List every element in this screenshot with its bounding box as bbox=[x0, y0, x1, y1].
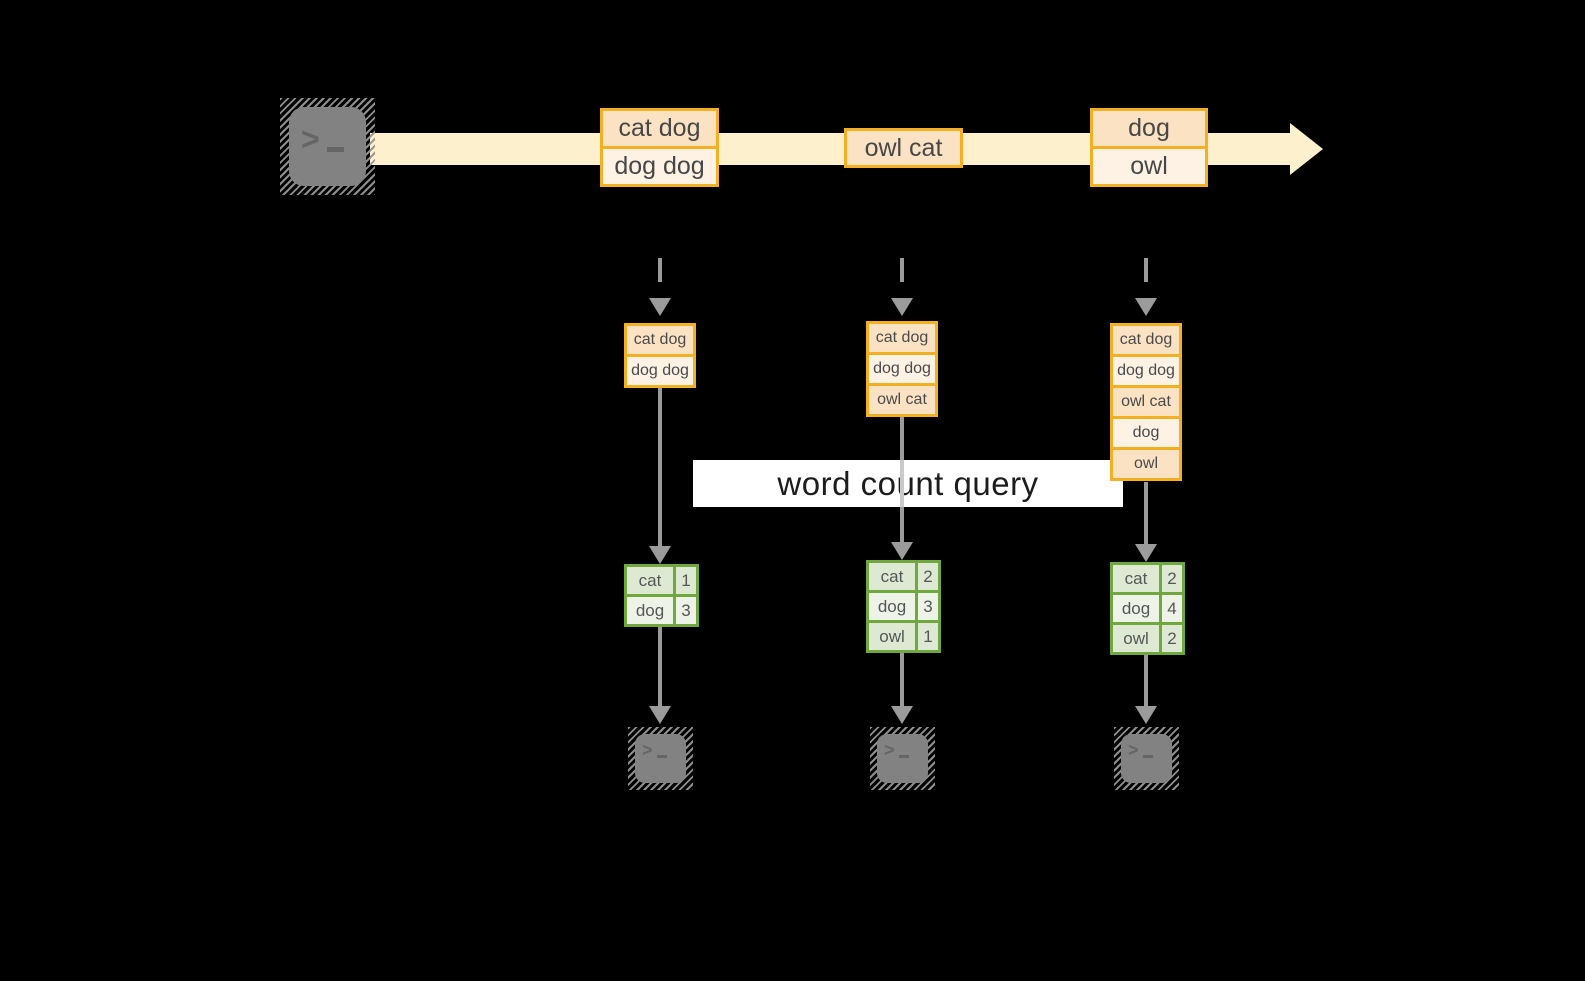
terminal-sink-icon-1: > bbox=[628, 727, 693, 790]
sink-arrowhead-3-icon bbox=[1135, 706, 1157, 724]
prompt-chevron-icon: > bbox=[301, 121, 320, 157]
input-row: cat dog bbox=[1113, 326, 1179, 354]
stream-record: dog dog bbox=[603, 146, 716, 184]
result-word: dog bbox=[1113, 595, 1159, 622]
sink-arrowhead-1-icon bbox=[649, 706, 671, 724]
query-line-3 bbox=[1144, 482, 1148, 544]
stream-record: cat dog bbox=[603, 111, 716, 146]
input-table-1: cat dog dog dog bbox=[624, 323, 696, 388]
result-table-2: cat 2 dog 3 owl 1 bbox=[866, 560, 941, 653]
input-row: dog dog bbox=[1113, 354, 1179, 385]
input-row: dog dog bbox=[627, 354, 693, 385]
stream-batch-box-3: dog owl bbox=[1090, 108, 1208, 187]
terminal-icon-body: > bbox=[877, 734, 928, 783]
trigger-arrow-dash-2 bbox=[900, 258, 904, 296]
prompt-underscore-icon bbox=[899, 755, 909, 758]
result-word: cat bbox=[869, 563, 915, 590]
input-row: dog bbox=[1113, 416, 1179, 447]
stream-timeline-arrowhead-icon bbox=[1290, 123, 1323, 175]
result-word: owl bbox=[869, 623, 915, 650]
input-table-2: cat dog dog dog owl cat bbox=[866, 321, 938, 417]
prompt-underscore-icon bbox=[657, 755, 667, 758]
query-arrowhead-2-icon bbox=[891, 542, 913, 560]
result-count: 3 bbox=[676, 597, 696, 624]
prompt-chevron-icon: > bbox=[884, 740, 895, 760]
result-word: cat bbox=[627, 567, 673, 594]
sink-line-3 bbox=[1144, 655, 1148, 706]
sink-line-1 bbox=[658, 627, 662, 706]
stream-record: owl cat bbox=[847, 131, 960, 165]
trigger-arrowhead-2-icon bbox=[891, 298, 913, 316]
terminal-icon-body: > bbox=[1121, 734, 1172, 783]
trigger-arrow-dash-3 bbox=[1144, 258, 1148, 296]
result-word: dog bbox=[627, 597, 673, 624]
result-table-3: cat 2 dog 4 owl 2 bbox=[1110, 562, 1185, 655]
trigger-arrow-dash-1 bbox=[658, 258, 662, 296]
result-count: 1 bbox=[918, 623, 938, 650]
terminal-source-icon: > bbox=[280, 98, 375, 195]
query-arrowhead-3-icon bbox=[1135, 544, 1157, 562]
terminal-sink-icon-3: > bbox=[1114, 727, 1179, 790]
prompt-chevron-icon: > bbox=[1128, 740, 1139, 760]
input-table-3: cat dog dog dog owl cat dog owl bbox=[1110, 323, 1182, 481]
query-banner-label: word count query bbox=[777, 464, 1039, 502]
sink-arrowhead-2-icon bbox=[891, 706, 913, 724]
prompt-chevron-icon: > bbox=[642, 740, 653, 760]
result-table-1: cat 1 dog 3 bbox=[624, 564, 699, 627]
terminal-sink-icon-2: > bbox=[870, 727, 935, 790]
input-row: cat dog bbox=[627, 326, 693, 354]
prompt-underscore-icon bbox=[1143, 755, 1153, 758]
result-word: cat bbox=[1113, 565, 1159, 592]
stream-record: dog bbox=[1093, 111, 1205, 146]
result-count: 3 bbox=[918, 593, 938, 620]
terminal-icon-body: > bbox=[635, 734, 686, 783]
result-count: 1 bbox=[676, 567, 696, 594]
prompt-underscore-icon bbox=[327, 147, 344, 152]
trigger-arrowhead-3-icon bbox=[1135, 298, 1157, 316]
stream-batch-box-1: cat dog dog dog bbox=[600, 108, 719, 187]
result-count: 2 bbox=[1162, 625, 1182, 652]
input-row: owl bbox=[1113, 447, 1179, 478]
sink-line-2 bbox=[900, 653, 904, 706]
query-line-2-over-banner bbox=[900, 460, 904, 507]
result-count: 4 bbox=[1162, 595, 1182, 622]
result-word: dog bbox=[869, 593, 915, 620]
result-count: 2 bbox=[1162, 565, 1182, 592]
input-row: cat dog bbox=[869, 324, 935, 352]
result-count: 2 bbox=[918, 563, 938, 590]
stream-batch-box-2: owl cat bbox=[844, 128, 963, 168]
query-banner: word count query bbox=[693, 460, 1123, 507]
query-line-1 bbox=[658, 386, 662, 546]
result-word: owl bbox=[1113, 625, 1159, 652]
query-arrowhead-1-icon bbox=[649, 546, 671, 564]
stream-record: owl bbox=[1093, 146, 1205, 184]
input-row: owl cat bbox=[1113, 385, 1179, 416]
terminal-icon-body: > bbox=[289, 107, 366, 186]
input-row: dog dog bbox=[869, 352, 935, 383]
trigger-arrowhead-1-icon bbox=[649, 298, 671, 316]
input-row: owl cat bbox=[869, 383, 935, 414]
